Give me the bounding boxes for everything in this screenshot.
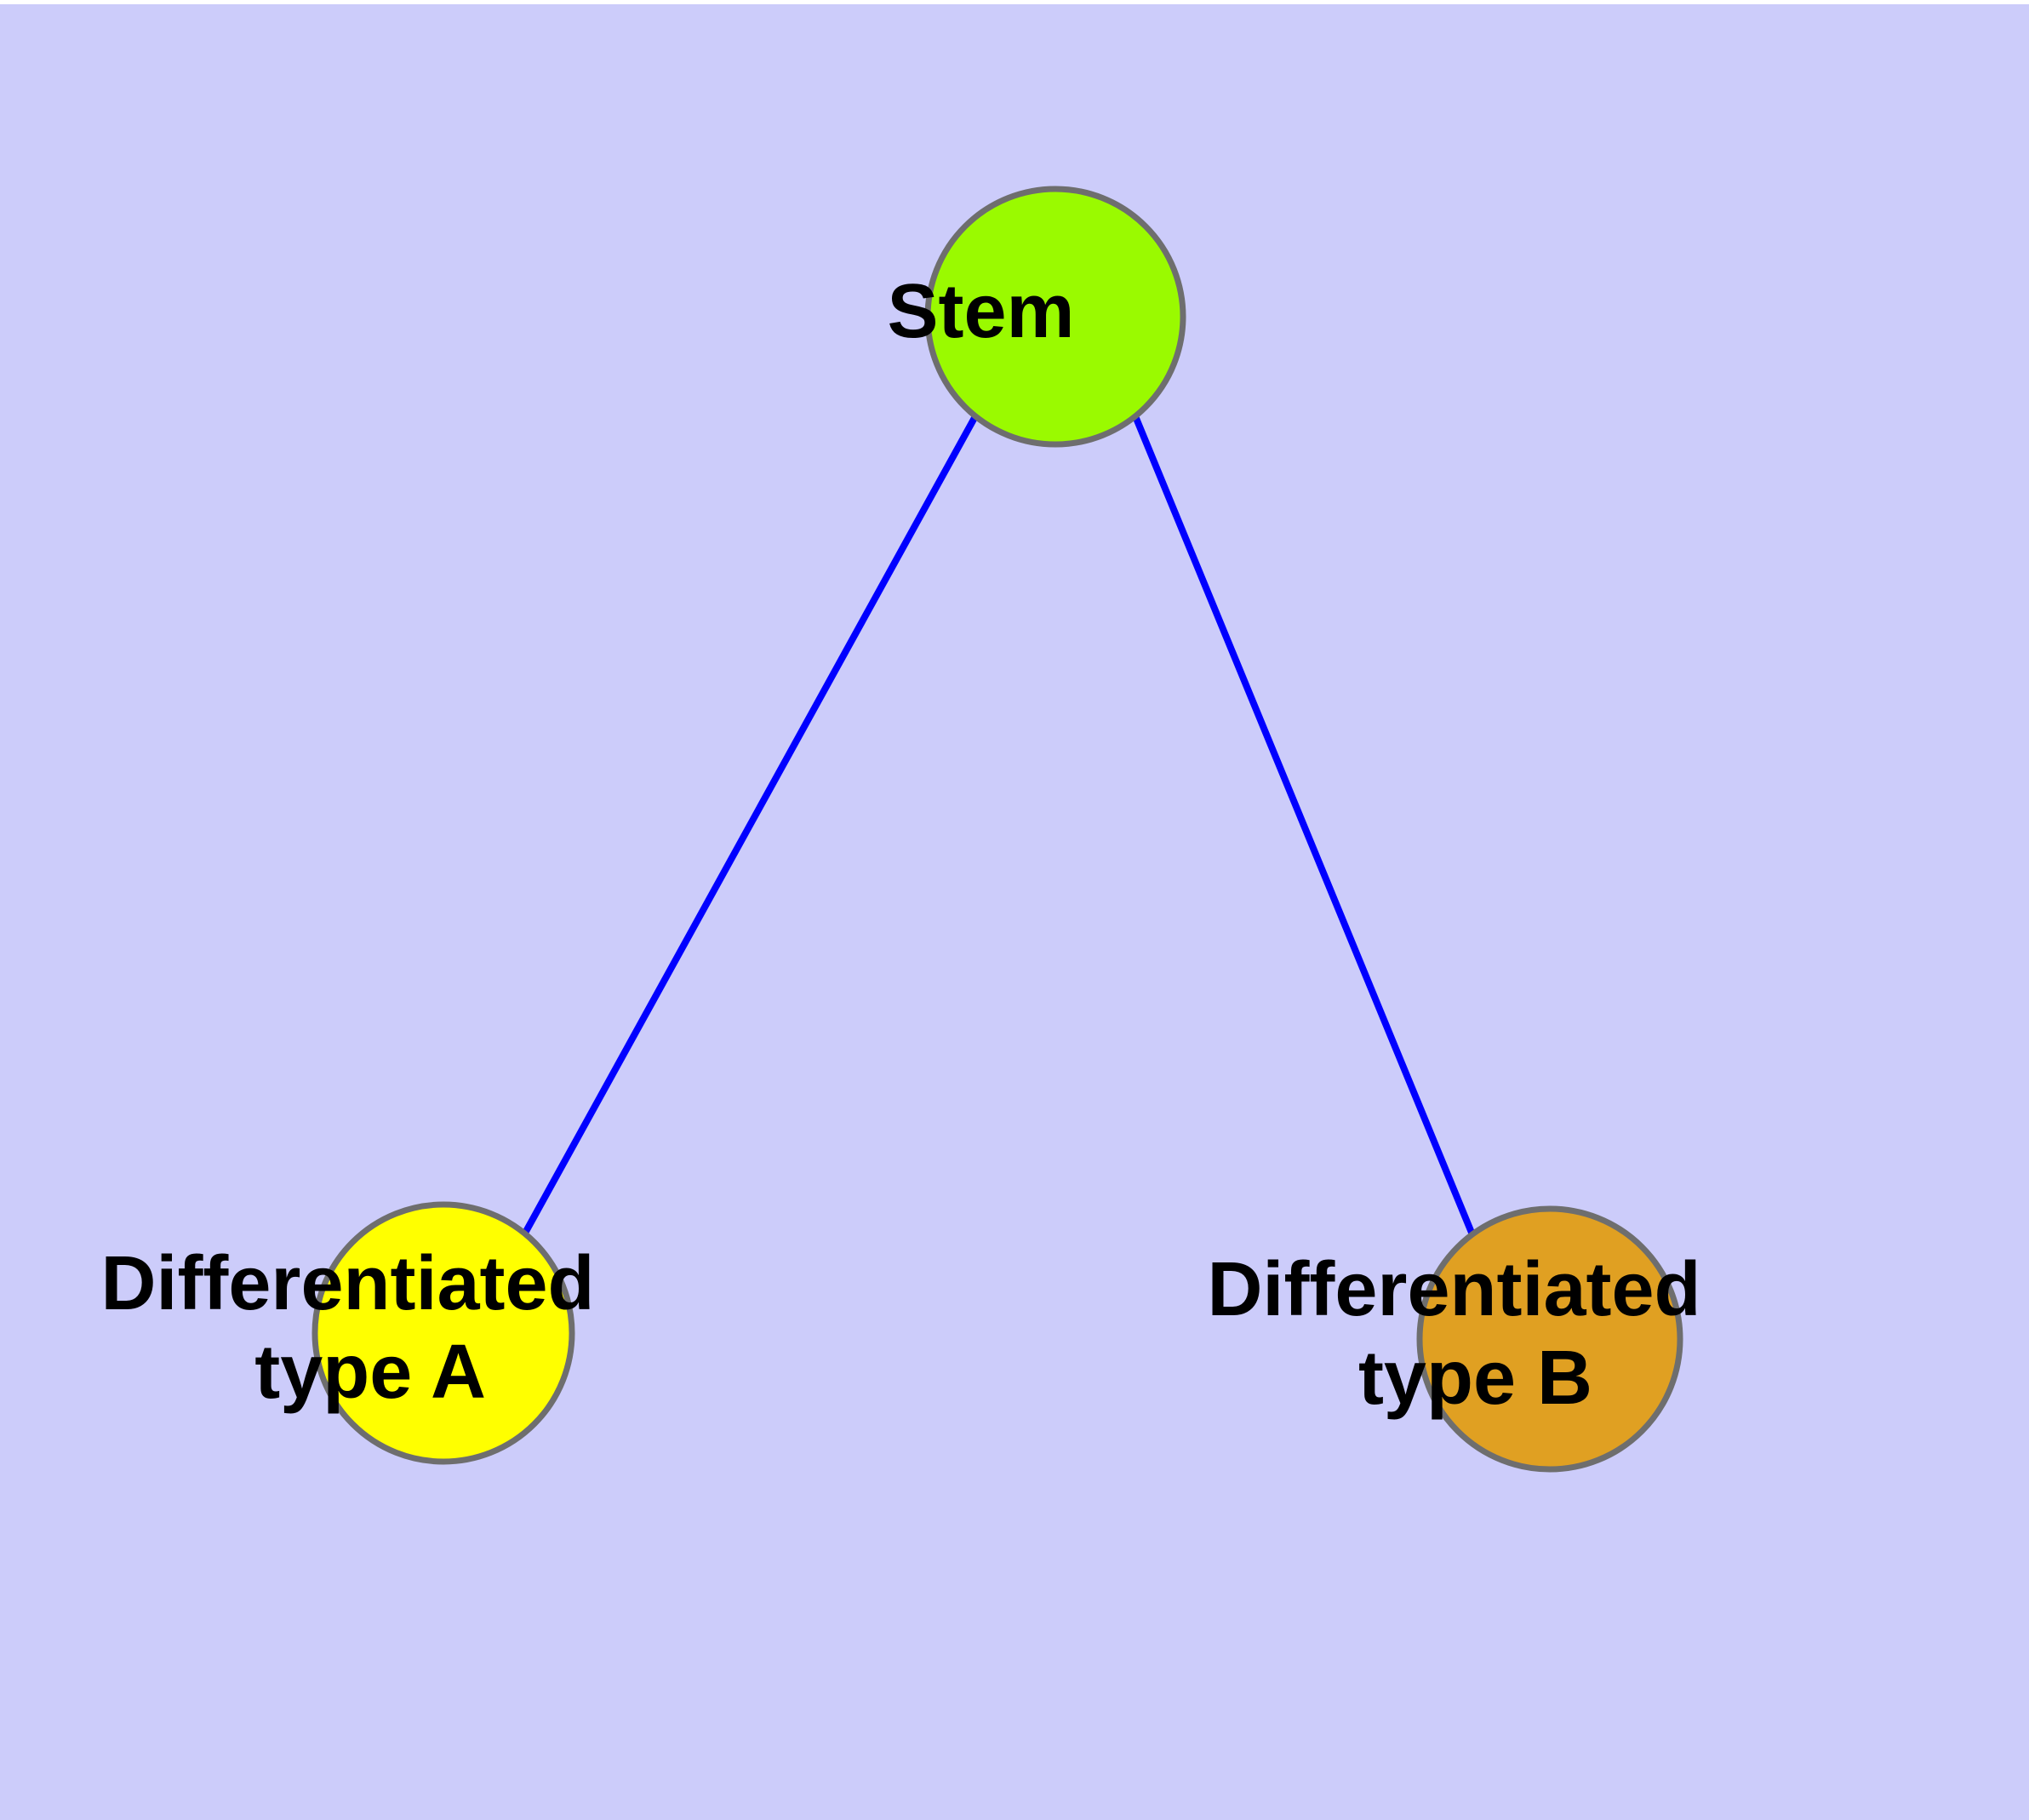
node-label-differentiated-type-a: Differentiated type A [100,1241,786,1415]
node-label-differentiated-type-a-line-2: type A [254,1330,484,1415]
node-label-differentiated-type-a-line-1: Differentiated [100,1241,594,1326]
node-differentiated-type-b[interactable] [1416,1205,1683,1473]
node-differentiated-type-a-circle[interactable] [311,1201,575,1465]
node-label-differentiated-type-b-line-2: type B [1358,1336,1592,1421]
edge-layer [520,415,1479,1245]
node-label-differentiated-type-b-line-1: Differentiated [1207,1247,1700,1332]
edge-stem-to-differentiated-type-b [1132,415,1479,1245]
node-label-stem-line-1: Stem [887,269,1074,354]
node-label-stem: Stem [887,269,1223,354]
node-stem-circle[interactable] [924,186,1186,448]
label-layer: Stem Differentiated type A Differentiate… [100,269,1892,1421]
node-label-differentiated-type-b: Differentiated type B [1207,1247,1892,1421]
node-differentiated-type-a[interactable] [311,1201,575,1465]
node-differentiated-type-b-circle[interactable] [1416,1205,1683,1473]
node-stem[interactable] [924,186,1186,448]
edge-stem-to-differentiated-type-a [520,415,979,1238]
node-layer [311,186,1683,1473]
